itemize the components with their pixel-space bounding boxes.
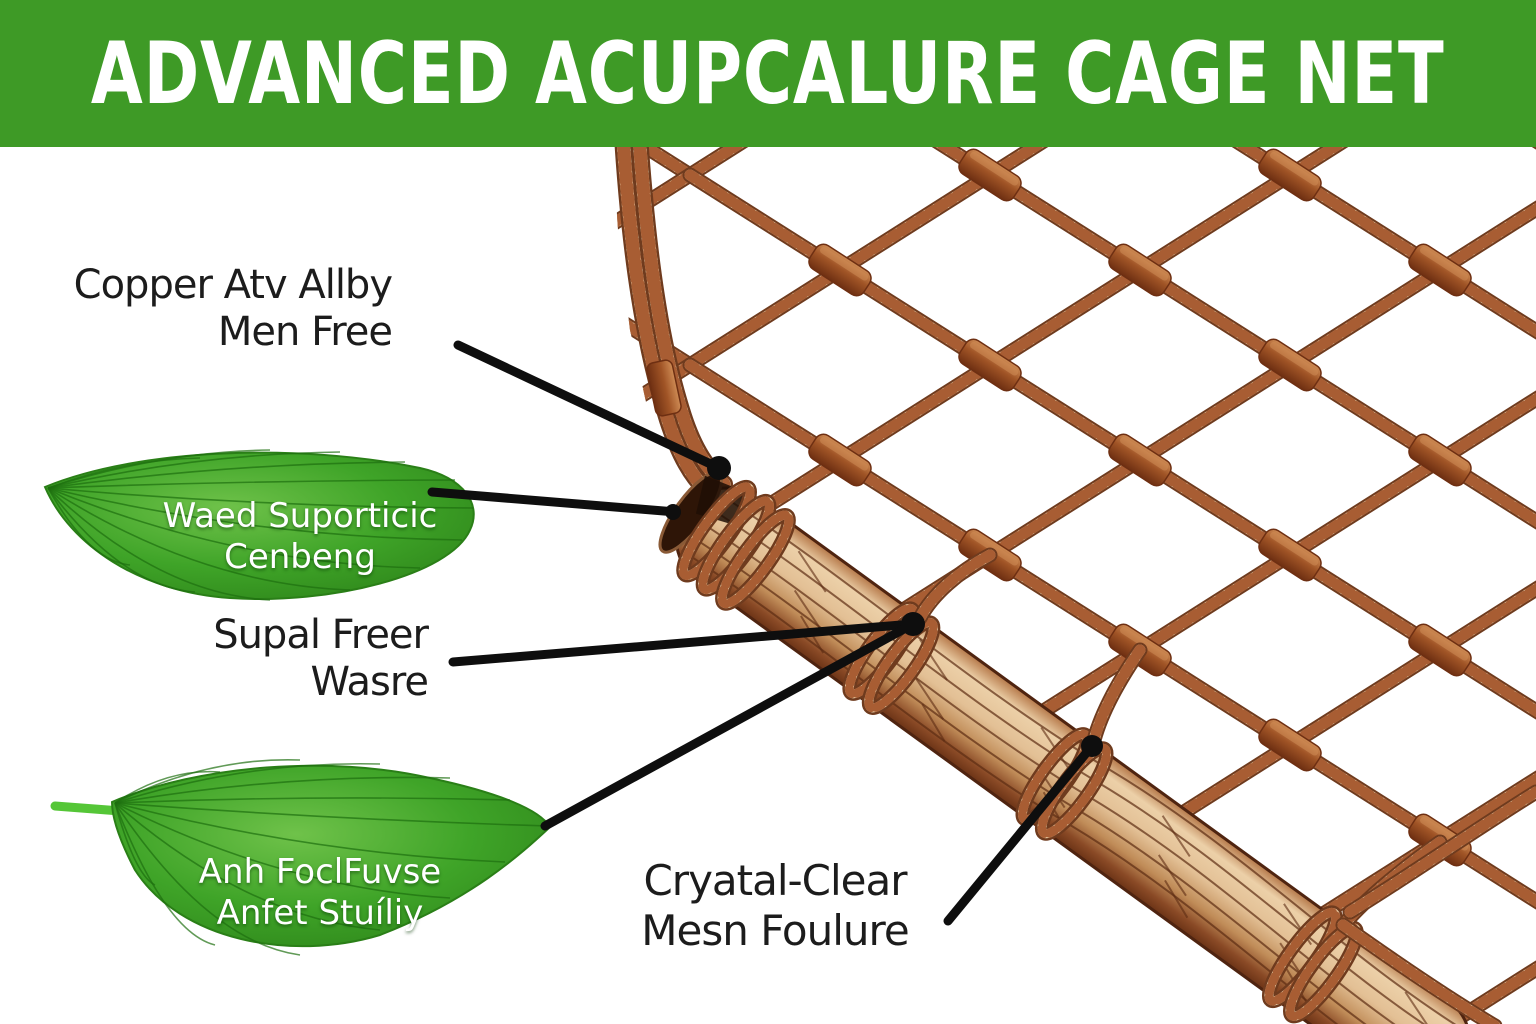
net-ferrule — [808, 243, 872, 297]
net-ferrule — [1258, 148, 1322, 202]
callout-dot — [665, 504, 681, 520]
callout-line-supal — [448, 619, 918, 667]
rope-wrap — [717, 510, 794, 609]
net-ferrule — [1408, 243, 1472, 297]
callout-dot — [707, 456, 731, 480]
label-line: Wasre — [310, 659, 429, 706]
leaf-badge-upper — [43, 449, 475, 601]
edge-rope-band — [646, 359, 682, 417]
net-rope — [612, 642, 698, 753]
net-ferrule — [1258, 338, 1322, 392]
wooden-pole — [658, 471, 1472, 1024]
callout-dot — [901, 612, 925, 636]
net-ferrule — [1108, 433, 1172, 487]
net-ferrule — [1258, 528, 1322, 582]
label-crystal-clear: Cryatal-Clear Mesn Foulure — [540, 856, 1010, 955]
leaf-badge-lower-text: Anh FoclFuvse Anfet Stuíliy — [120, 852, 520, 934]
callout-dot — [1081, 735, 1103, 757]
net-rope — [982, 927, 1148, 1024]
rope-wrap — [864, 617, 938, 713]
net-ferrule — [958, 338, 1022, 392]
net-ferrule — [1408, 623, 1472, 677]
net-rope — [390, 365, 540, 460]
label-line: Copper Atv Allby — [73, 262, 393, 308]
edge-rope — [613, 111, 733, 499]
net-rope — [390, 935, 540, 1024]
net-rope — [612, 547, 698, 658]
label-line: Waed Suporticic — [162, 496, 438, 536]
net-rope — [682, 737, 848, 848]
callout-line-leaf-upper — [427, 487, 681, 517]
leaf-badge-upper-text: Waed Suporticic Cenbeng — [105, 496, 495, 578]
leaf-badge-lower — [50, 758, 552, 956]
page-title: ADVANCED ACUPCALURE CAGE NET — [91, 23, 1445, 124]
label-line: Cryatal-Clear — [643, 856, 907, 905]
label-line: Anfet Stuíliy — [216, 892, 424, 933]
net-ferrule — [1408, 433, 1472, 487]
label-supal-freer: Supal Freer Wasre — [213, 612, 429, 706]
net-ferrule — [958, 148, 1022, 202]
net-ferrule — [1108, 243, 1172, 297]
callout-line-copper — [453, 340, 724, 473]
hanger-ropes — [912, 547, 1536, 1024]
label-copper-alloy: Copper Atv Allby Men Free — [73, 262, 393, 356]
net-ferrule — [1258, 718, 1322, 772]
label-line: Mesn Foulure — [641, 905, 909, 955]
label-line: Anh FoclFuvse — [198, 852, 442, 892]
net-rope — [390, 175, 540, 270]
label-line: Men Free — [217, 309, 393, 356]
header-banner: ADVANCED ACUPCALURE CAGE NET — [0, 0, 1536, 147]
callout-line-leaf-lower — [540, 619, 918, 831]
net-ferrule — [808, 433, 872, 487]
label-line: Supal Freer — [213, 612, 429, 658]
callout-line-crystal — [943, 741, 1097, 926]
callout-lines — [427, 340, 1103, 926]
label-line: Cenbeng — [224, 536, 376, 577]
